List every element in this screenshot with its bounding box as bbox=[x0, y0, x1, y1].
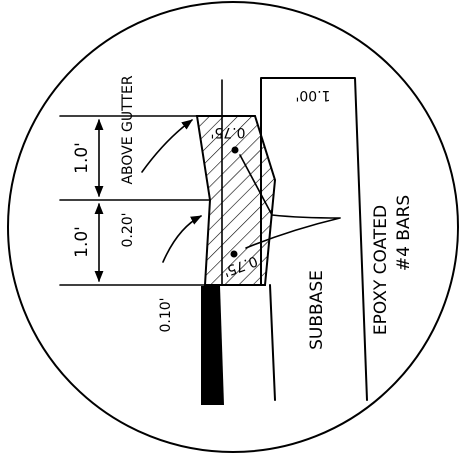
offset-020-label: 0.20' bbox=[120, 212, 136, 247]
dim-upper-label: 1.0' bbox=[72, 142, 92, 174]
curb-outline bbox=[260, 77, 368, 401]
leader-010 bbox=[162, 215, 202, 263]
epoxy-line2-label: #4 BARS bbox=[394, 195, 414, 271]
rebar-bottom bbox=[230, 250, 238, 258]
asphalt-wedge bbox=[201, 286, 224, 405]
subbase-label: SUBBASE bbox=[307, 270, 327, 350]
offset-010-label: 0.10' bbox=[158, 297, 174, 332]
leader-above-gutter bbox=[141, 119, 193, 173]
epoxy-line1-label: EPOXY COATED bbox=[371, 205, 391, 335]
leader-bars bbox=[239, 154, 341, 249]
detail-circle bbox=[7, 1, 459, 453]
rebar-top bbox=[231, 146, 239, 154]
above-gutter-label: ABOVE GUTTER bbox=[120, 75, 136, 184]
curb-thickness-label: 1.00' bbox=[295, 87, 330, 103]
dim-lower-label: 1.0' bbox=[72, 226, 92, 258]
bar-top-label: 0.75' bbox=[210, 124, 245, 140]
